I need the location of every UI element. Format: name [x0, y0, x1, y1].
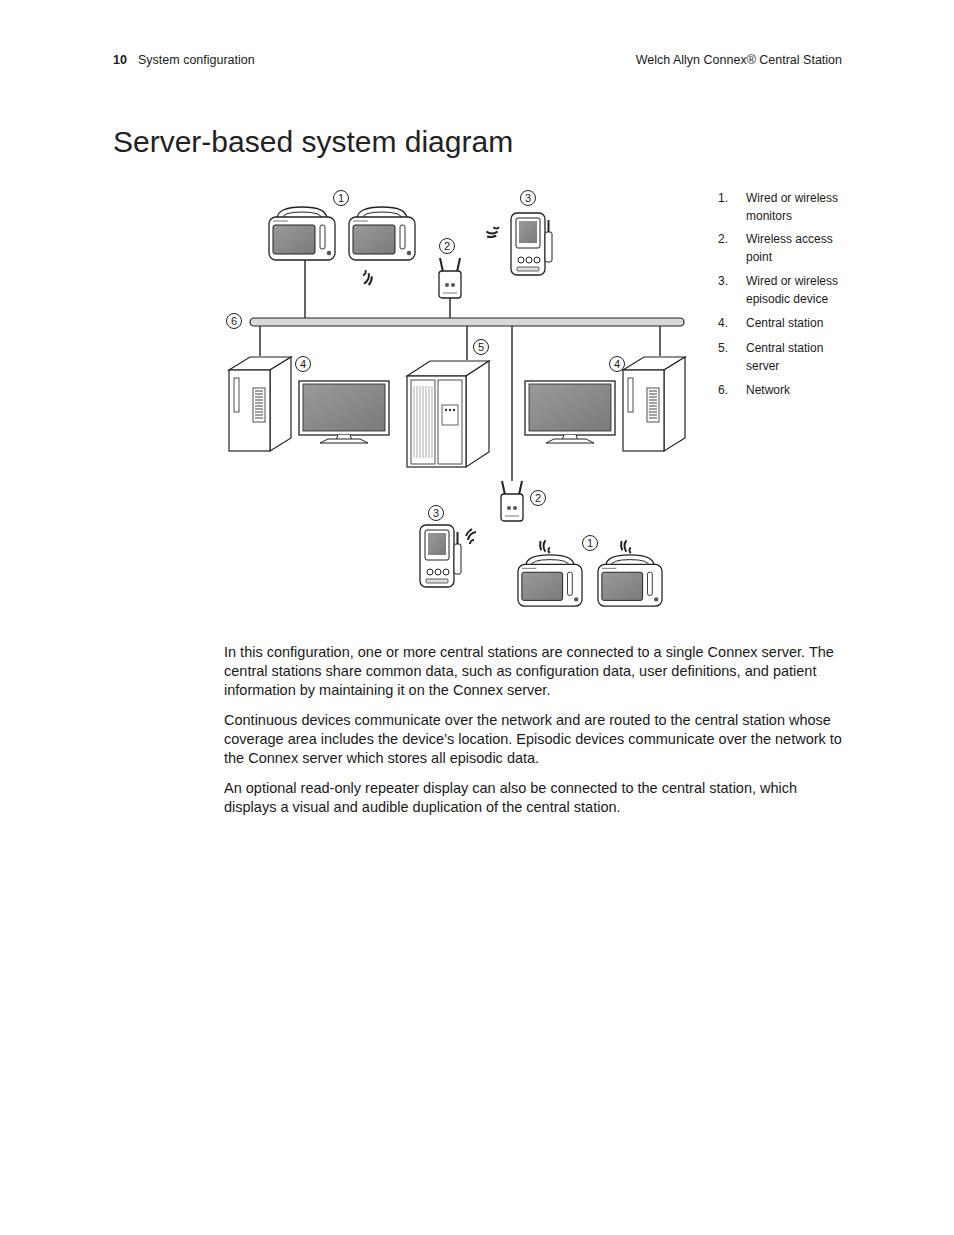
- key-text: Wired or wireless monitors: [746, 190, 856, 225]
- page-title: Server-based system diagram: [113, 124, 513, 160]
- key-text: Wireless access point: [746, 231, 856, 266]
- key-text: Central station server: [746, 340, 856, 375]
- key-number: 6.: [718, 382, 728, 400]
- body-paragraph: In this configuration, one or more centr…: [224, 643, 844, 700]
- callout-number: 2: [530, 490, 546, 506]
- callout-number: 3: [428, 505, 444, 521]
- callout-number: 2: [439, 238, 455, 254]
- key-text: Central station: [746, 315, 856, 333]
- callout-number: 1: [333, 190, 349, 206]
- key-number: 1.: [718, 190, 728, 208]
- callout-number: 4: [609, 356, 625, 372]
- section-header: System configuration: [138, 52, 255, 68]
- key-text: Wired or wireless episodic device: [746, 273, 856, 308]
- key-number: 5.: [718, 340, 728, 358]
- key-text: Network: [746, 382, 856, 400]
- callout-number: 6: [226, 313, 242, 329]
- document-header: Welch Allyn Connex® Central Station: [480, 52, 842, 68]
- body-paragraph: An optional read-only repeater display c…: [224, 779, 844, 817]
- key-number: 3.: [718, 273, 728, 291]
- page-number: 10: [113, 52, 127, 68]
- callout-number: 5: [473, 339, 489, 355]
- callout-number: 4: [295, 356, 311, 372]
- callout-number: 1: [582, 535, 598, 551]
- body-paragraph: Continuous devices communicate over the …: [224, 711, 844, 768]
- callout-number: 3: [520, 190, 536, 206]
- key-number: 4.: [718, 315, 728, 333]
- key-number: 2.: [718, 231, 728, 249]
